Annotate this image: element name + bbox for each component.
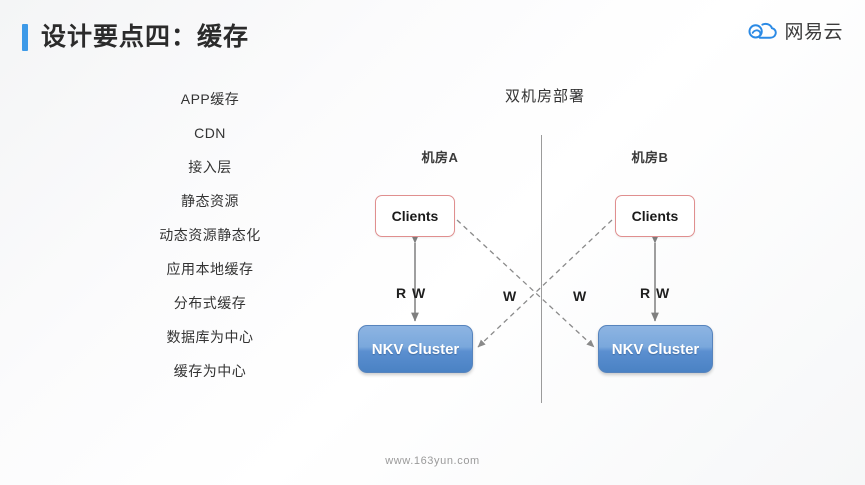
list-item: 应用本地缓存 bbox=[166, 261, 254, 277]
datacenter-divider-line bbox=[541, 135, 542, 403]
page-title: 设计要点四：缓存 bbox=[22, 24, 249, 51]
brand-logo: 网易云 bbox=[747, 17, 843, 44]
list-item: CDN bbox=[194, 125, 226, 141]
cross-link-w-label-left: W bbox=[503, 288, 517, 304]
dc-b-cluster-box[interactable]: NKV Cluster bbox=[598, 325, 713, 373]
list-item: 缓存为中心 bbox=[173, 363, 247, 379]
list-item: 分布式缓存 bbox=[173, 295, 247, 311]
datacenter-b-label: 机房B bbox=[631, 150, 669, 165]
diagram-connectors bbox=[411, 219, 659, 348]
diagram-title: 双机房部署 bbox=[504, 89, 585, 105]
list-item: 静态资源 bbox=[181, 193, 239, 209]
dc-b-rw-label: R W bbox=[640, 285, 671, 301]
dc-a-cluster-box[interactable]: NKV Cluster bbox=[358, 325, 473, 373]
list-item: APP缓存 bbox=[180, 91, 240, 107]
cross-link-w-label-right: W bbox=[573, 288, 587, 304]
dc-a-rw-label: R W bbox=[396, 285, 427, 301]
footer-url: www.163yun.com bbox=[385, 455, 480, 467]
list-item: 数据库为中心 bbox=[166, 329, 254, 345]
deployment-diagram: 双机房部署 机房A 机房B Clients Cli bbox=[340, 85, 750, 415]
title-accent-bar bbox=[22, 24, 28, 51]
slide-header: 设计要点四：缓存 网易云 bbox=[0, 0, 865, 72]
dc-a-clients-box[interactable]: Clients bbox=[375, 195, 455, 237]
dc-b-clients-box[interactable]: Clients bbox=[615, 195, 695, 237]
list-item: 动态资源静态化 bbox=[159, 227, 261, 243]
list-item: 接入层 bbox=[188, 159, 232, 175]
title-text: 设计要点四：缓存 bbox=[41, 23, 250, 51]
cache-layer-list: APP缓存 CDN 接入层 静态资源 动态资源静态化 应用本地缓存 分布式缓存 … bbox=[120, 92, 300, 398]
cross-link-b-to-a bbox=[477, 219, 613, 348]
logo-text: 网易云 bbox=[784, 22, 843, 43]
cloud-icon bbox=[748, 22, 778, 39]
cross-link-a-to-b bbox=[456, 219, 595, 348]
datacenter-a-label: 机房A bbox=[421, 150, 459, 165]
